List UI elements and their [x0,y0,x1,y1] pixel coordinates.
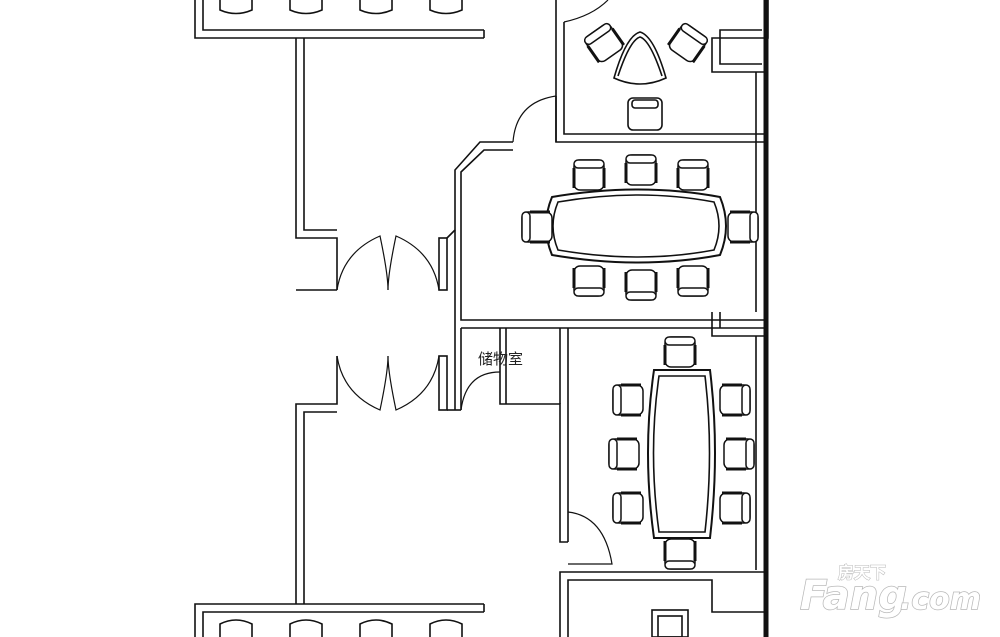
storage-room-label: 储物室 [478,350,523,368]
chairs-top-left-room [219,0,463,15]
watermark-chinese: 房天下 [838,563,886,582]
wall-exterior-right [711,0,769,637]
wall-corridor-lower [295,355,461,604]
wall-office-bottom [559,571,768,637]
chairs-conference-lower [607,335,756,571]
watermark-brand: Fang [800,573,907,619]
watermark-logo: Fang .com 房天下 [799,563,982,620]
door-swings [336,0,613,565]
wall-central-partition [454,230,768,543]
watermark-suffix: .com [900,582,981,617]
chair-office-bottom [627,97,663,131]
conference-table-upper [545,188,727,264]
chairs-conference-upper [520,153,760,302]
wall-bottom-left-room [194,603,485,637]
chair-office-left [581,20,627,66]
wall-office-top [555,0,769,143]
chairs-bottom-left-room [219,619,463,637]
desk-triangle [613,31,667,85]
chair-office-right [665,20,711,66]
wall-corridor-upper [295,38,513,291]
wall-top-left-room [194,0,485,39]
conference-table-lower [647,369,716,539]
